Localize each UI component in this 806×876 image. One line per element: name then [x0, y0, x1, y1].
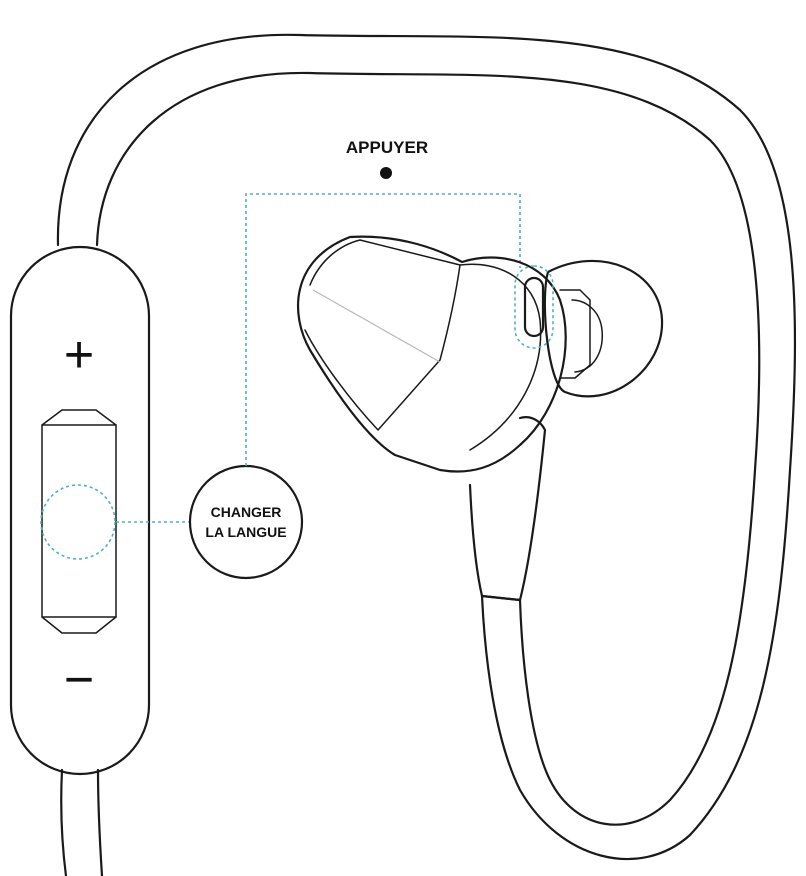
earbud-facet-highlight: [312, 289, 441, 363]
earbud-stem: [468, 416, 547, 602]
ear-tip-nozzle: [559, 289, 591, 379]
change-language-label-line1: CHANGER: [211, 504, 282, 520]
earbud-button[interactable]: [523, 276, 545, 338]
press-label: APPUYER: [346, 138, 428, 157]
lower-cable-left: [60, 768, 68, 876]
ear-tip: [543, 259, 664, 398]
change-language-callout: CHANGER LA LANGUE: [188, 464, 304, 580]
earbud-button-highlight: [514, 265, 554, 349]
neckband-cable: [56, 33, 797, 876]
earbud-stem-joint: [480, 594, 522, 602]
change-language-label-line2: LA LANGUE: [205, 524, 286, 540]
center-button-highlight: [40, 484, 116, 560]
callout-to-earbud-connector: [245, 193, 521, 466]
earbud-housing: [296, 235, 567, 473]
change-language-circle: [188, 464, 304, 580]
volume-up-icon[interactable]: +: [64, 326, 94, 384]
lower-cable-right: [96, 768, 104, 876]
remote-center-button[interactable]: [41, 409, 117, 634]
earbud-face: [304, 239, 461, 431]
cable-inner-edge: [95, 71, 761, 826]
cable-outer-edge: [56, 33, 797, 861]
volume-down-icon[interactable]: −: [64, 651, 94, 709]
remote-body: [9, 245, 151, 776]
filled-dot-icon: [380, 167, 392, 179]
earbud: [296, 235, 664, 602]
ear-tip-inner: [571, 299, 603, 373]
earbud-side-panel: [459, 263, 542, 451]
inline-remote: + −: [9, 245, 151, 776]
